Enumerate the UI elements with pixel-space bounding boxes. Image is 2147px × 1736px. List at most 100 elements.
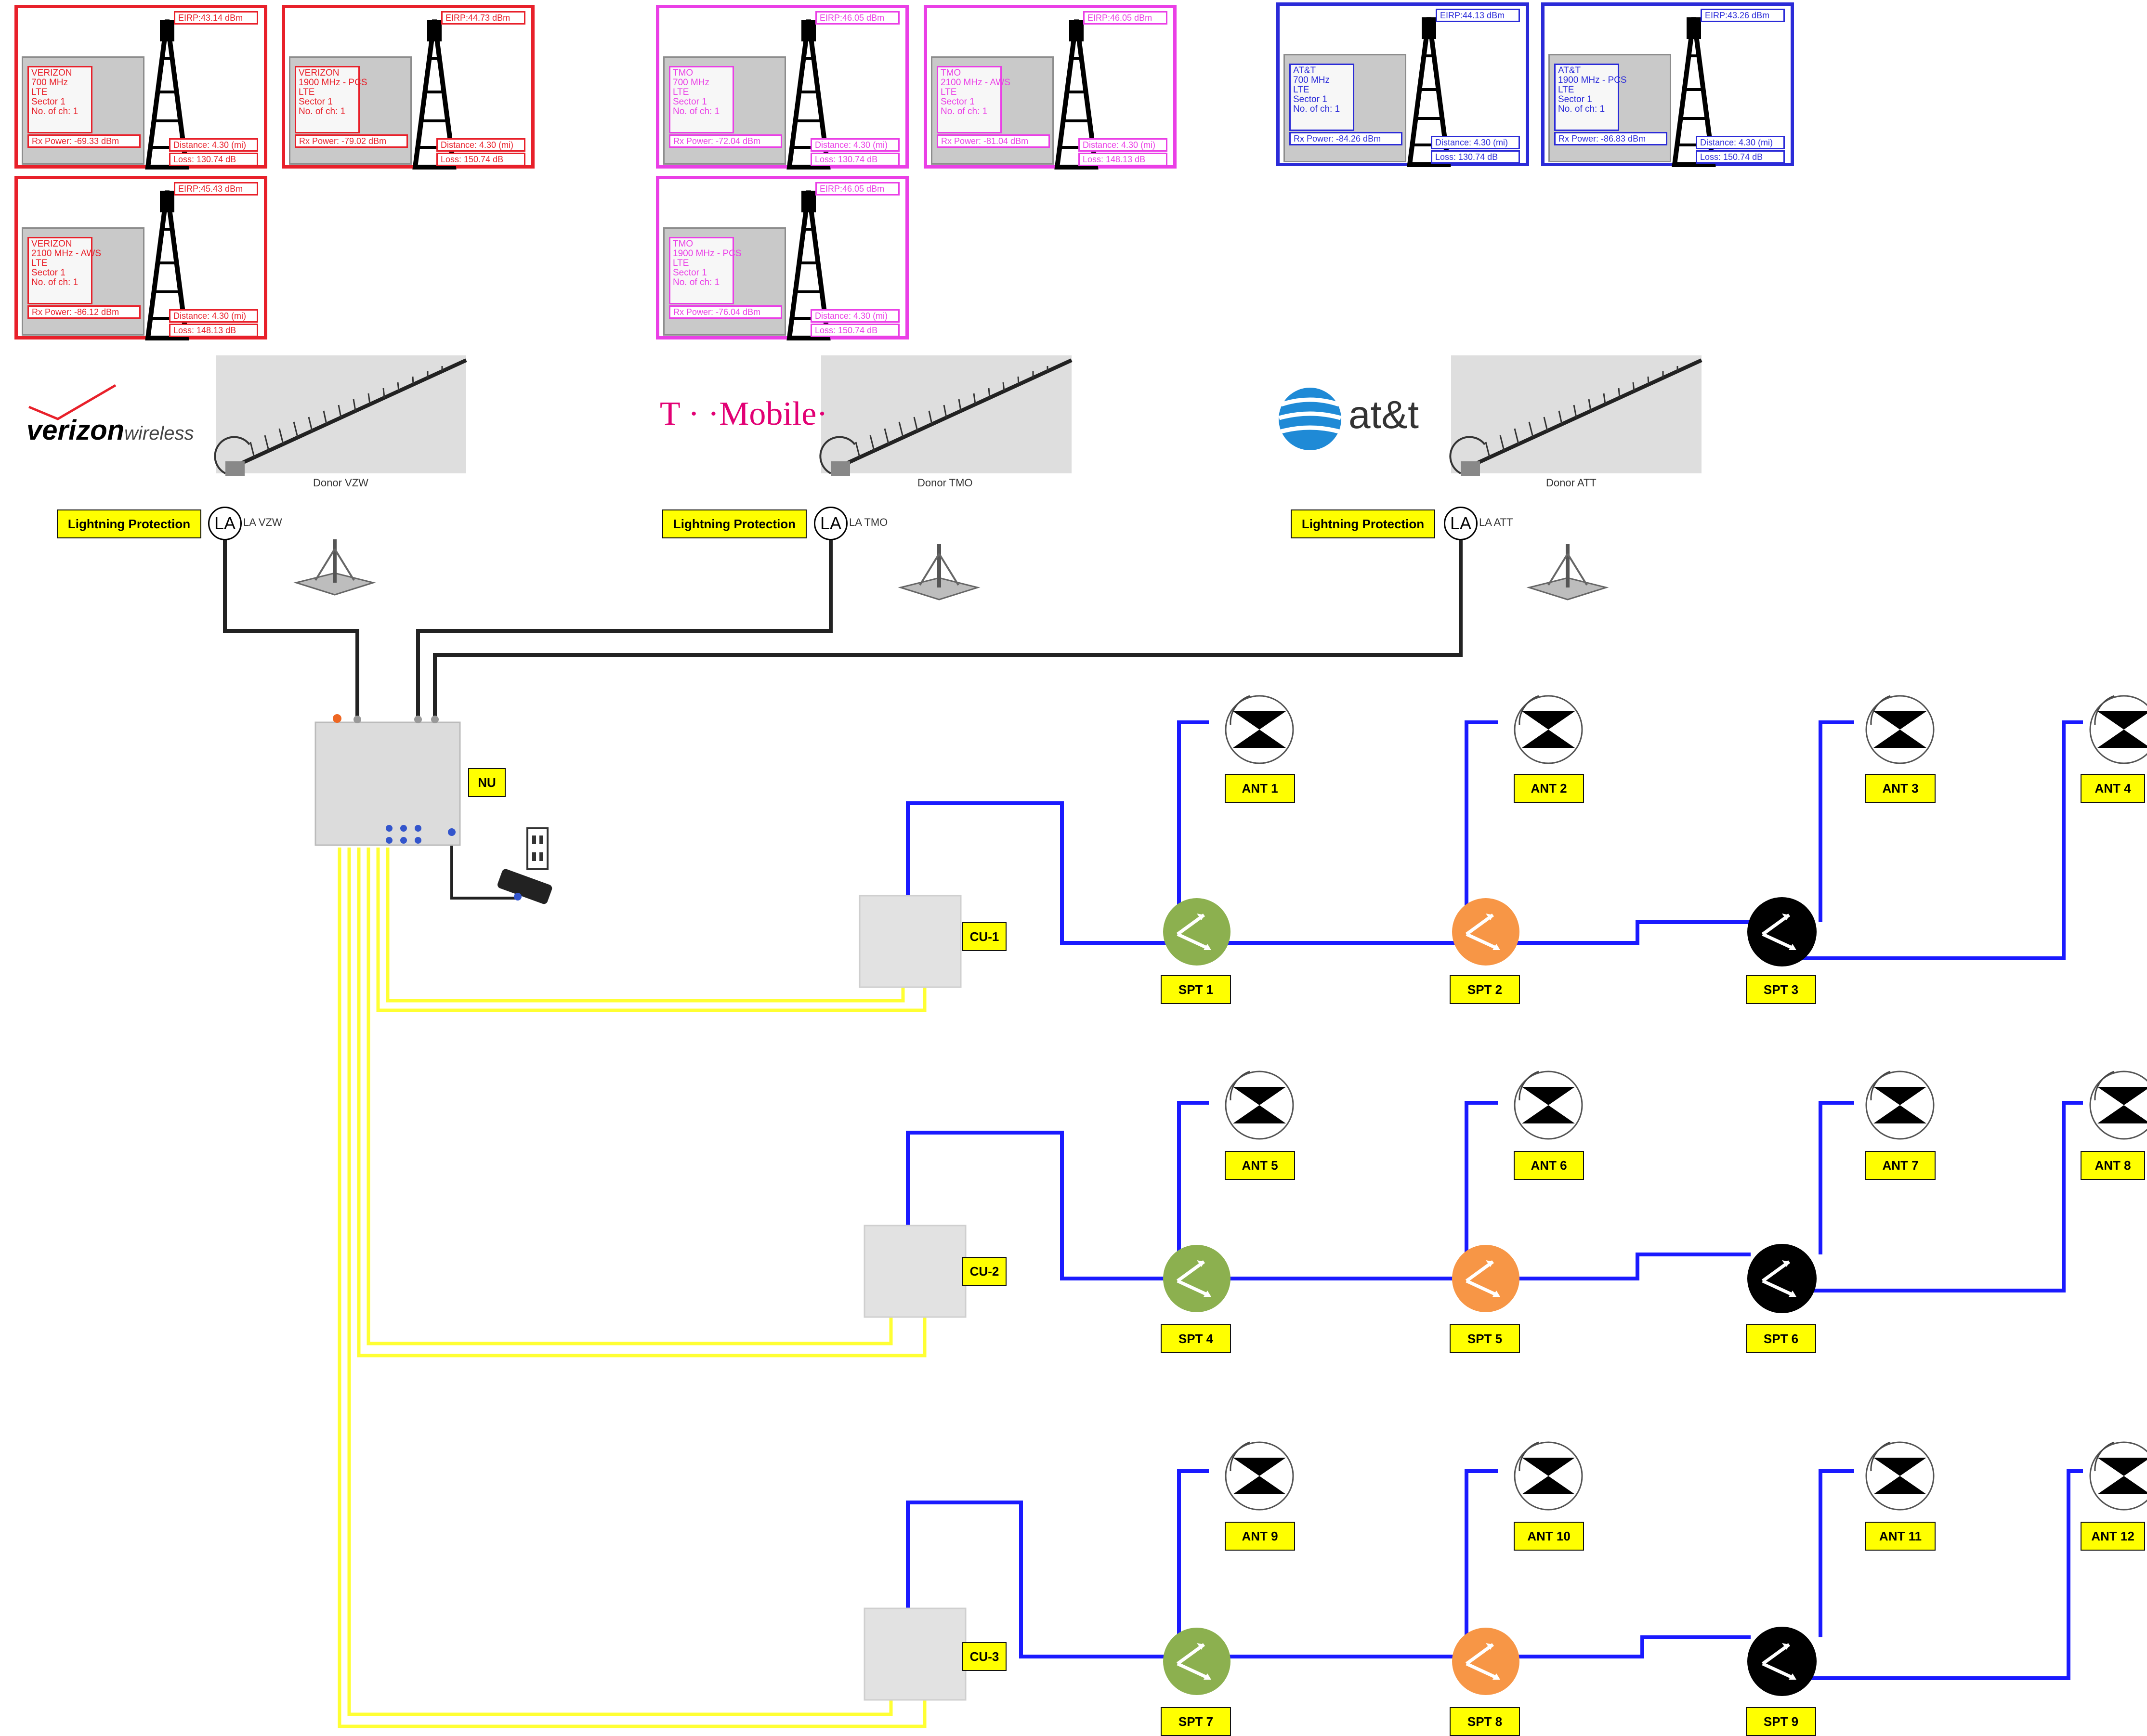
- cell-tower-icon: [786, 190, 831, 340]
- eirp-tag: EIRP:44.13 dBm: [1436, 9, 1520, 22]
- indoor-antenna-5[interactable]: [1225, 1070, 1294, 1140]
- rx-power-tag: Rx Power: -69.33 dBm: [27, 134, 141, 148]
- fiber-cu3-a: [347, 848, 893, 1716]
- donor-name-vzw: Donor VZW: [313, 477, 368, 489]
- indoor-antenna-8[interactable]: [2089, 1070, 2147, 1140]
- network-unit[interactable]: [314, 714, 461, 846]
- donor-antenna-vzw: [215, 355, 466, 476]
- splitter-5[interactable]: [1452, 1245, 1519, 1312]
- coax-spt3-ant3: [1819, 720, 1854, 922]
- verizon-check-icon: [28, 384, 117, 420]
- coax-spt6-ant7: [1819, 1101, 1854, 1254]
- lightning-protection-label-vzw: Lightning Protection: [57, 509, 201, 538]
- indoor-antenna-7[interactable]: [1865, 1070, 1935, 1140]
- la-name-vzw: LA VZW: [243, 516, 282, 528]
- donor-antenna-tmo: [820, 355, 1072, 476]
- eirp-tag: EIRP:44.73 dBm: [441, 11, 525, 25]
- donor-antenna-att: [1450, 355, 1702, 476]
- coax-spt9-ant11: [1819, 1469, 1854, 1637]
- distance-tag: Distance: 4.30 (mi): [169, 309, 258, 323]
- coverage-unit-2[interactable]: [864, 1225, 967, 1318]
- coax-spt8-spt9: [1507, 1635, 1751, 1658]
- rx-power-tag: Rx Power: -84.26 dBm: [1289, 132, 1402, 145]
- splitter-4[interactable]: [1163, 1245, 1231, 1312]
- cu-label-2: CU-2: [962, 1257, 1007, 1286]
- distance-tag: Distance: 4.30 (mi): [1696, 136, 1785, 149]
- roof-mount-att: [1529, 544, 1606, 600]
- rx-power-tag: Rx Power: -86.83 dBm: [1554, 132, 1667, 145]
- donor-cable-vzw: [223, 521, 359, 722]
- indoor-antenna-11[interactable]: [1865, 1441, 1935, 1511]
- spt-label-6: SPT 6: [1746, 1324, 1816, 1353]
- indoor-antenna-1[interactable]: [1225, 695, 1294, 764]
- lightning-arrester-vzw[interactable]: LA: [208, 507, 242, 540]
- loss-tag: Loss: 150.74 dB: [811, 324, 900, 337]
- indoor-antenna-2[interactable]: [1514, 695, 1583, 764]
- coax-spt8-ant10: [1465, 1469, 1498, 1640]
- ant-label-9: ANT 9: [1225, 1522, 1295, 1551]
- lightning-arrester-tmo[interactable]: LA: [814, 507, 848, 540]
- coax-spt5-spt6: [1507, 1253, 1751, 1280]
- coax-spt4-ant5: [1177, 1101, 1209, 1262]
- fiber-cu1-b: [376, 848, 927, 1012]
- indoor-antenna-6[interactable]: [1514, 1070, 1583, 1140]
- tmobile-logo: T · ·Mobile·: [660, 395, 828, 432]
- splitter-6[interactable]: [1747, 1244, 1817, 1313]
- coax-spt9-ant12: [1801, 1469, 2083, 1680]
- spt-label-7: SPT 7: [1161, 1707, 1231, 1736]
- rx-power-tag: Rx Power: -86.12 dBm: [27, 305, 141, 319]
- indoor-antenna-10[interactable]: [1514, 1441, 1583, 1511]
- roof-mount-vzw: [296, 539, 373, 595]
- coverage-unit-3[interactable]: [864, 1607, 967, 1701]
- rx-power-tag: Rx Power: -72.04 dBm: [669, 134, 782, 148]
- distance-tag: Distance: 4.30 (mi): [436, 138, 525, 152]
- donor-name-tmo: Donor TMO: [917, 477, 973, 489]
- rx-power-tag: Rx Power: -76.04 dBm: [669, 305, 782, 319]
- indoor-antenna-12[interactable]: [2089, 1441, 2147, 1511]
- ant-label-3: ANT 3: [1865, 774, 1936, 803]
- coax-spt1-ant1: [1177, 720, 1209, 927]
- splitter-8[interactable]: [1452, 1628, 1519, 1695]
- splitter-2[interactable]: [1452, 898, 1519, 966]
- coax-spt2-ant2: [1465, 720, 1498, 927]
- loss-tag: Loss: 148.13 dB: [1078, 153, 1167, 166]
- power-cable: [450, 840, 515, 900]
- lightning-arrester-att[interactable]: LA: [1444, 507, 1478, 540]
- ant-label-12: ANT 12: [2081, 1522, 2145, 1551]
- att-globe-icon: [1278, 388, 1342, 450]
- lightning-protection-label-tmo: Lightning Protection: [662, 509, 807, 538]
- rx-power-tag: Rx Power: -79.02 dBm: [295, 134, 408, 148]
- cell-tower-icon: [1054, 19, 1099, 170]
- eirp-tag: EIRP:43.26 dBm: [1701, 9, 1785, 22]
- cell-tower-icon: [1407, 17, 1451, 167]
- indoor-antenna-3[interactable]: [1865, 695, 1935, 764]
- ant-label-6: ANT 6: [1514, 1151, 1584, 1180]
- loss-tag: Loss: 130.74 dB: [1431, 150, 1520, 164]
- fiber-cu3-b: [338, 848, 927, 1728]
- verizon-logo: verizonwireless: [26, 415, 194, 446]
- loss-tag: Loss: 150.74 dB: [436, 153, 525, 166]
- loss-tag: Loss: 130.74 dB: [169, 153, 258, 166]
- donor-cable-att: [433, 521, 1463, 722]
- eirp-tag: EIRP:45.43 dBm: [174, 182, 258, 196]
- coax-spt7-ant9: [1177, 1469, 1209, 1640]
- coax-cu1-spt1: [906, 801, 1175, 945]
- indoor-antenna-4[interactable]: [2089, 695, 2147, 764]
- donor-cable-tmo: [416, 521, 833, 722]
- indoor-antenna-9[interactable]: [1225, 1441, 1294, 1511]
- spt-label-9: SPT 9: [1746, 1707, 1816, 1736]
- splitter-9[interactable]: [1747, 1627, 1817, 1696]
- spt-label-1: SPT 1: [1161, 975, 1231, 1004]
- splitter-7[interactable]: [1163, 1628, 1231, 1695]
- coverage-unit-1[interactable]: [859, 895, 962, 988]
- splitter-3[interactable]: [1747, 897, 1817, 966]
- fiber-cu1-a: [386, 848, 905, 1003]
- eirp-tag: EIRP:46.05 dBm: [815, 182, 900, 196]
- splitter-1[interactable]: [1163, 898, 1231, 966]
